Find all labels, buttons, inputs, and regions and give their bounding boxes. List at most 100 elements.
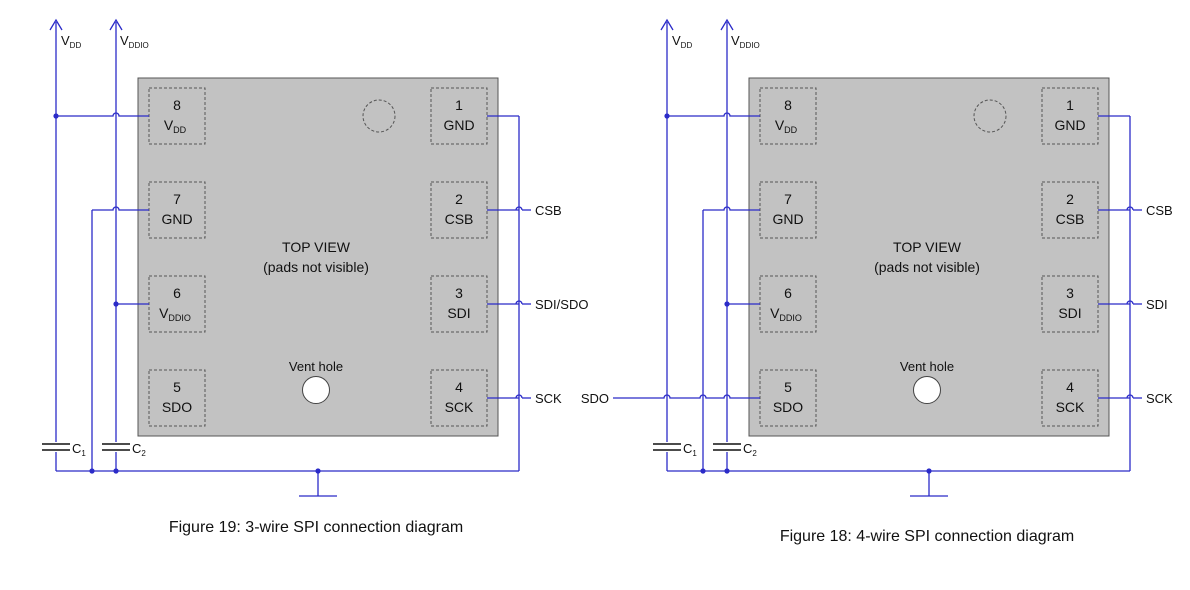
label-vddio-main: V xyxy=(731,33,740,48)
figure-caption: Figure 18: 4-wire SPI connection diagram xyxy=(780,528,1074,545)
wire-sdo xyxy=(613,394,760,399)
signal-label-csb: CSB xyxy=(1146,203,1173,218)
pad-8-number: 8 xyxy=(173,97,181,113)
pad-4-name: SCK xyxy=(445,399,474,415)
label-vdd-sub: DD xyxy=(681,41,693,50)
label-c1-sub: 1 xyxy=(692,449,697,458)
pad-8-number: 8 xyxy=(784,97,792,113)
pad-8-name: VDD xyxy=(775,117,798,135)
pad-5-name: SDO xyxy=(773,399,803,415)
vent-hole-label: Vent hole xyxy=(289,359,343,374)
cap-gap-c2 xyxy=(102,442,130,452)
label-c1-main: C xyxy=(683,441,692,456)
pad-4-number: 4 xyxy=(1066,379,1074,395)
chip-label-pads-note: (pads not visible) xyxy=(263,259,369,275)
pad-3-number: 3 xyxy=(1066,285,1074,301)
pad-7-number: 7 xyxy=(784,191,792,207)
label-c2-sub: 2 xyxy=(752,449,757,458)
label-c2-main: C xyxy=(132,441,141,456)
pad-6-number: 6 xyxy=(784,285,792,301)
junction-vddio-pad6 xyxy=(724,301,730,307)
pad-7-name: GND xyxy=(161,211,192,227)
pad-1 xyxy=(1041,87,1099,145)
label-c2: C2 xyxy=(743,441,757,458)
pad-5-name: SDO xyxy=(162,399,192,415)
label-vdd: VDD xyxy=(61,33,81,50)
vent-hole xyxy=(913,376,941,404)
pad-6-name-main: V xyxy=(159,305,169,321)
pad-2-name: CSB xyxy=(1056,211,1085,227)
junction-gnd-c1 xyxy=(700,468,706,474)
pad-3 xyxy=(1041,275,1099,333)
pad-4 xyxy=(430,369,488,427)
junction-vddio-pad6 xyxy=(113,301,119,307)
pad-5 xyxy=(148,369,206,427)
wire-pad8-vdd xyxy=(667,112,760,117)
pad-2 xyxy=(430,181,488,239)
pad-6-name-main: V xyxy=(770,305,780,321)
pad-7-name: GND xyxy=(772,211,803,227)
junction-gnd-c2 xyxy=(724,468,730,474)
label-vdd-main: V xyxy=(672,33,681,48)
pad-1-number: 1 xyxy=(455,97,463,113)
pad-4 xyxy=(1041,369,1099,427)
rail-vddio-arrow xyxy=(720,18,734,31)
pad-2-name: CSB xyxy=(445,211,474,227)
chip-label-pads-note: (pads not visible) xyxy=(874,259,980,275)
signal-label-sdi: SDI xyxy=(1146,297,1168,312)
signal-label-sck: SCK xyxy=(535,391,562,406)
pin1-marker xyxy=(973,99,1007,133)
junction-gnd-c2 xyxy=(113,468,119,474)
rail-vdd-arrow xyxy=(49,18,63,31)
pad-4-name: SCK xyxy=(1056,399,1085,415)
hop-csb xyxy=(1126,206,1134,211)
signal-label-sdi: SDI/SDO xyxy=(535,297,588,312)
junction-gnd-c1 xyxy=(89,468,95,474)
junction-vdd-pad8 xyxy=(664,113,670,119)
vent-hole-label: Vent hole xyxy=(900,359,954,374)
hop-sdi xyxy=(515,300,523,305)
pad-2 xyxy=(1041,181,1099,239)
pad-1 xyxy=(430,87,488,145)
rail-vdd-arrow xyxy=(660,18,674,31)
pad-2-number: 2 xyxy=(455,191,463,207)
pad-8-name-sub: DD xyxy=(173,125,186,135)
label-c2: C2 xyxy=(132,441,146,458)
label-c1-sub: 1 xyxy=(81,449,86,458)
signal-label-sdo: SDO xyxy=(581,391,609,406)
label-vddio-sub: DDIO xyxy=(740,41,760,50)
vent-hole xyxy=(302,376,330,404)
pad-8-name-main: V xyxy=(164,117,174,133)
pad-8-name-main: V xyxy=(775,117,785,133)
pad-6-name: VDDIO xyxy=(770,305,802,323)
wire-pad7-gnd xyxy=(703,206,760,211)
pin1-marker xyxy=(362,99,396,133)
label-vddio: VDDIO xyxy=(120,33,149,50)
chip-label-top-view: TOP VIEW xyxy=(282,239,351,255)
label-vdd-sub: DD xyxy=(70,41,82,50)
label-vddio: VDDIO xyxy=(731,33,760,50)
pad-3-number: 3 xyxy=(455,285,463,301)
pad-1-number: 1 xyxy=(1066,97,1074,113)
label-vddio-main: V xyxy=(120,33,129,48)
rail-vddio-arrow xyxy=(109,18,123,31)
wire-pad8-vdd xyxy=(56,112,149,117)
pad-6-name-sub: DDIO xyxy=(168,313,191,323)
pad-3-name: SDI xyxy=(447,305,470,321)
cap-gap-c2 xyxy=(713,442,741,452)
pad-7-number: 7 xyxy=(173,191,181,207)
hop-sdi xyxy=(1126,300,1134,305)
label-c1: C1 xyxy=(72,441,86,458)
pad-6-number: 6 xyxy=(173,285,181,301)
pad-3-name: SDI xyxy=(1058,305,1081,321)
pad-1-name: GND xyxy=(443,117,474,133)
wire-pad7-gnd xyxy=(92,206,149,211)
pad-5-number: 5 xyxy=(784,379,792,395)
pad-8-name: VDD xyxy=(164,117,187,135)
pad-2-number: 2 xyxy=(1066,191,1074,207)
chip-label-top-view: TOP VIEW xyxy=(893,239,962,255)
hop-csb xyxy=(515,206,523,211)
